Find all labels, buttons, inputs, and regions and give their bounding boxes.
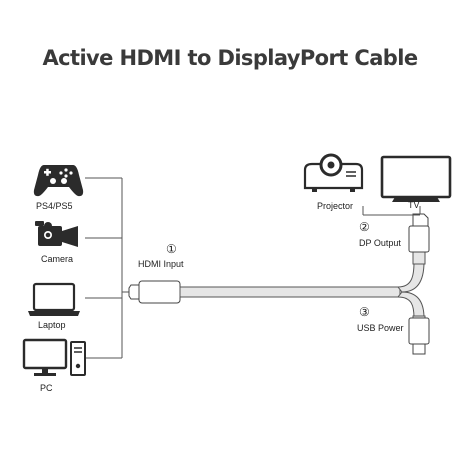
usb-port-label: USB Power	[357, 323, 404, 333]
usb-port-number: ③	[359, 305, 370, 319]
source-label-ps: PS4/PS5	[36, 201, 73, 211]
laptop-icon	[28, 282, 80, 316]
camera-icon	[35, 221, 78, 247]
display-label-projector: Projector	[317, 201, 354, 211]
diagram-title: Active HDMI to DisplayPort Cable	[42, 46, 419, 70]
display-label-tv: TV	[408, 200, 420, 210]
gamepad-icon	[33, 165, 84, 197]
projector-icon	[303, 153, 364, 192]
display-bracket	[362, 206, 421, 216]
source-label-camera: Camera	[41, 254, 74, 264]
source-label-laptop: Laptop	[38, 320, 66, 330]
hdmi-plug	[128, 280, 181, 304]
hdmi-port-label: HDMI Input	[138, 259, 184, 269]
usb-plug	[408, 317, 430, 355]
tv-icon	[380, 155, 452, 202]
hdmi-port-number: ①	[166, 242, 177, 256]
dp-port-number: ②	[359, 220, 370, 234]
source-label-pc: PC	[40, 383, 53, 393]
pc-icon	[22, 338, 86, 376]
source-bracket	[85, 177, 134, 359]
dp-plug	[408, 213, 430, 253]
dp-port-label: DP Output	[359, 238, 401, 248]
